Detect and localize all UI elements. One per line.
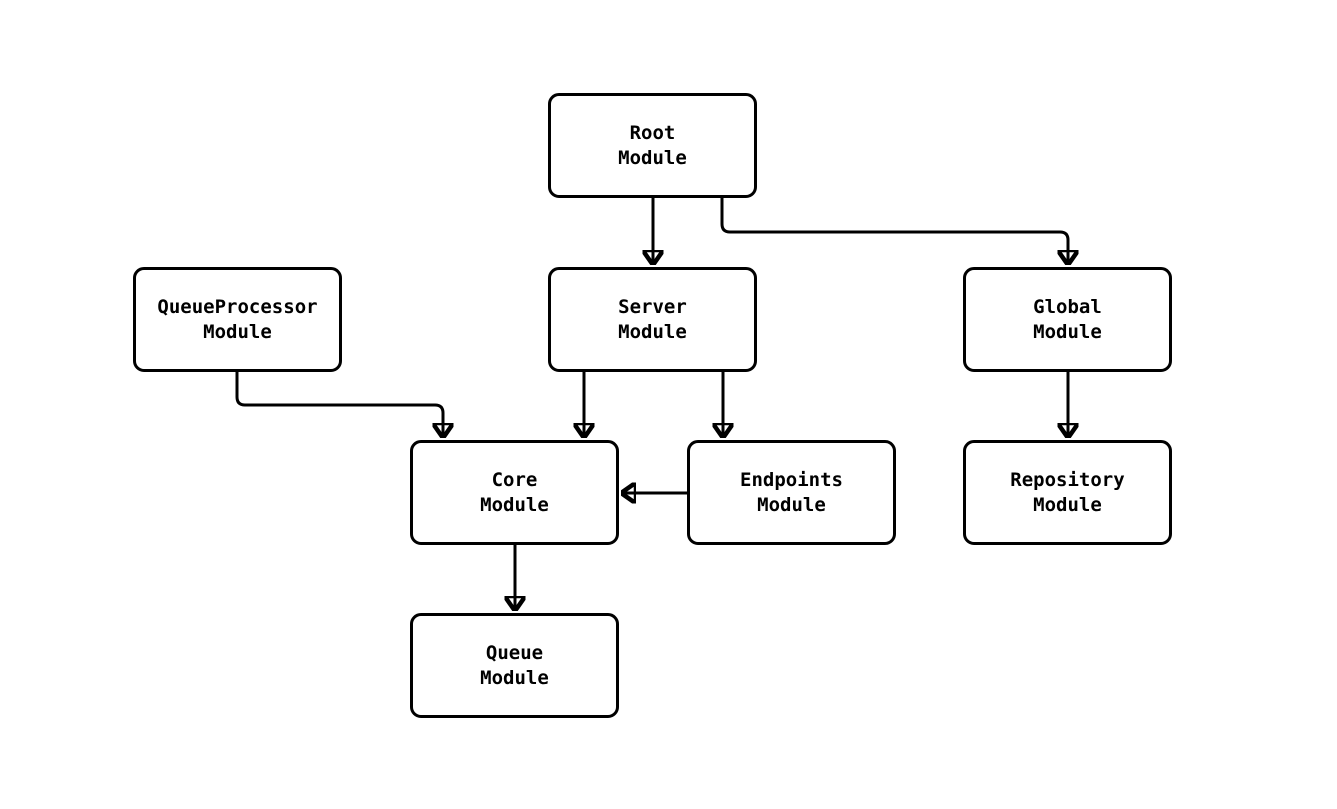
node-queueprocessor-module-label: QueueProcessor Module (157, 295, 318, 343)
node-root-module-label: Root Module (618, 121, 687, 169)
node-root-module: Root Module (548, 93, 757, 198)
node-global-module: Global Module (963, 267, 1172, 372)
node-repository-module: Repository Module (963, 440, 1172, 545)
edge-queueprocessor-to-core (235, 372, 443, 438)
node-core-module: Core Module (410, 440, 619, 545)
node-server-module-label: Server Module (618, 295, 687, 343)
edge-root-to-global (720, 198, 1068, 265)
node-server-module: Server Module (548, 267, 757, 372)
node-queue-module-label: Queue Module (480, 641, 549, 689)
node-repository-module-label: Repository Module (1010, 468, 1125, 516)
node-endpoints-module-label: Endpoints Module (740, 468, 843, 516)
node-core-module-label: Core Module (480, 468, 549, 516)
node-endpoints-module: Endpoints Module (687, 440, 896, 545)
node-global-module-label: Global Module (1033, 295, 1102, 343)
node-queueprocessor-module: QueueProcessor Module (133, 267, 342, 372)
node-queue-module: Queue Module (410, 613, 619, 718)
